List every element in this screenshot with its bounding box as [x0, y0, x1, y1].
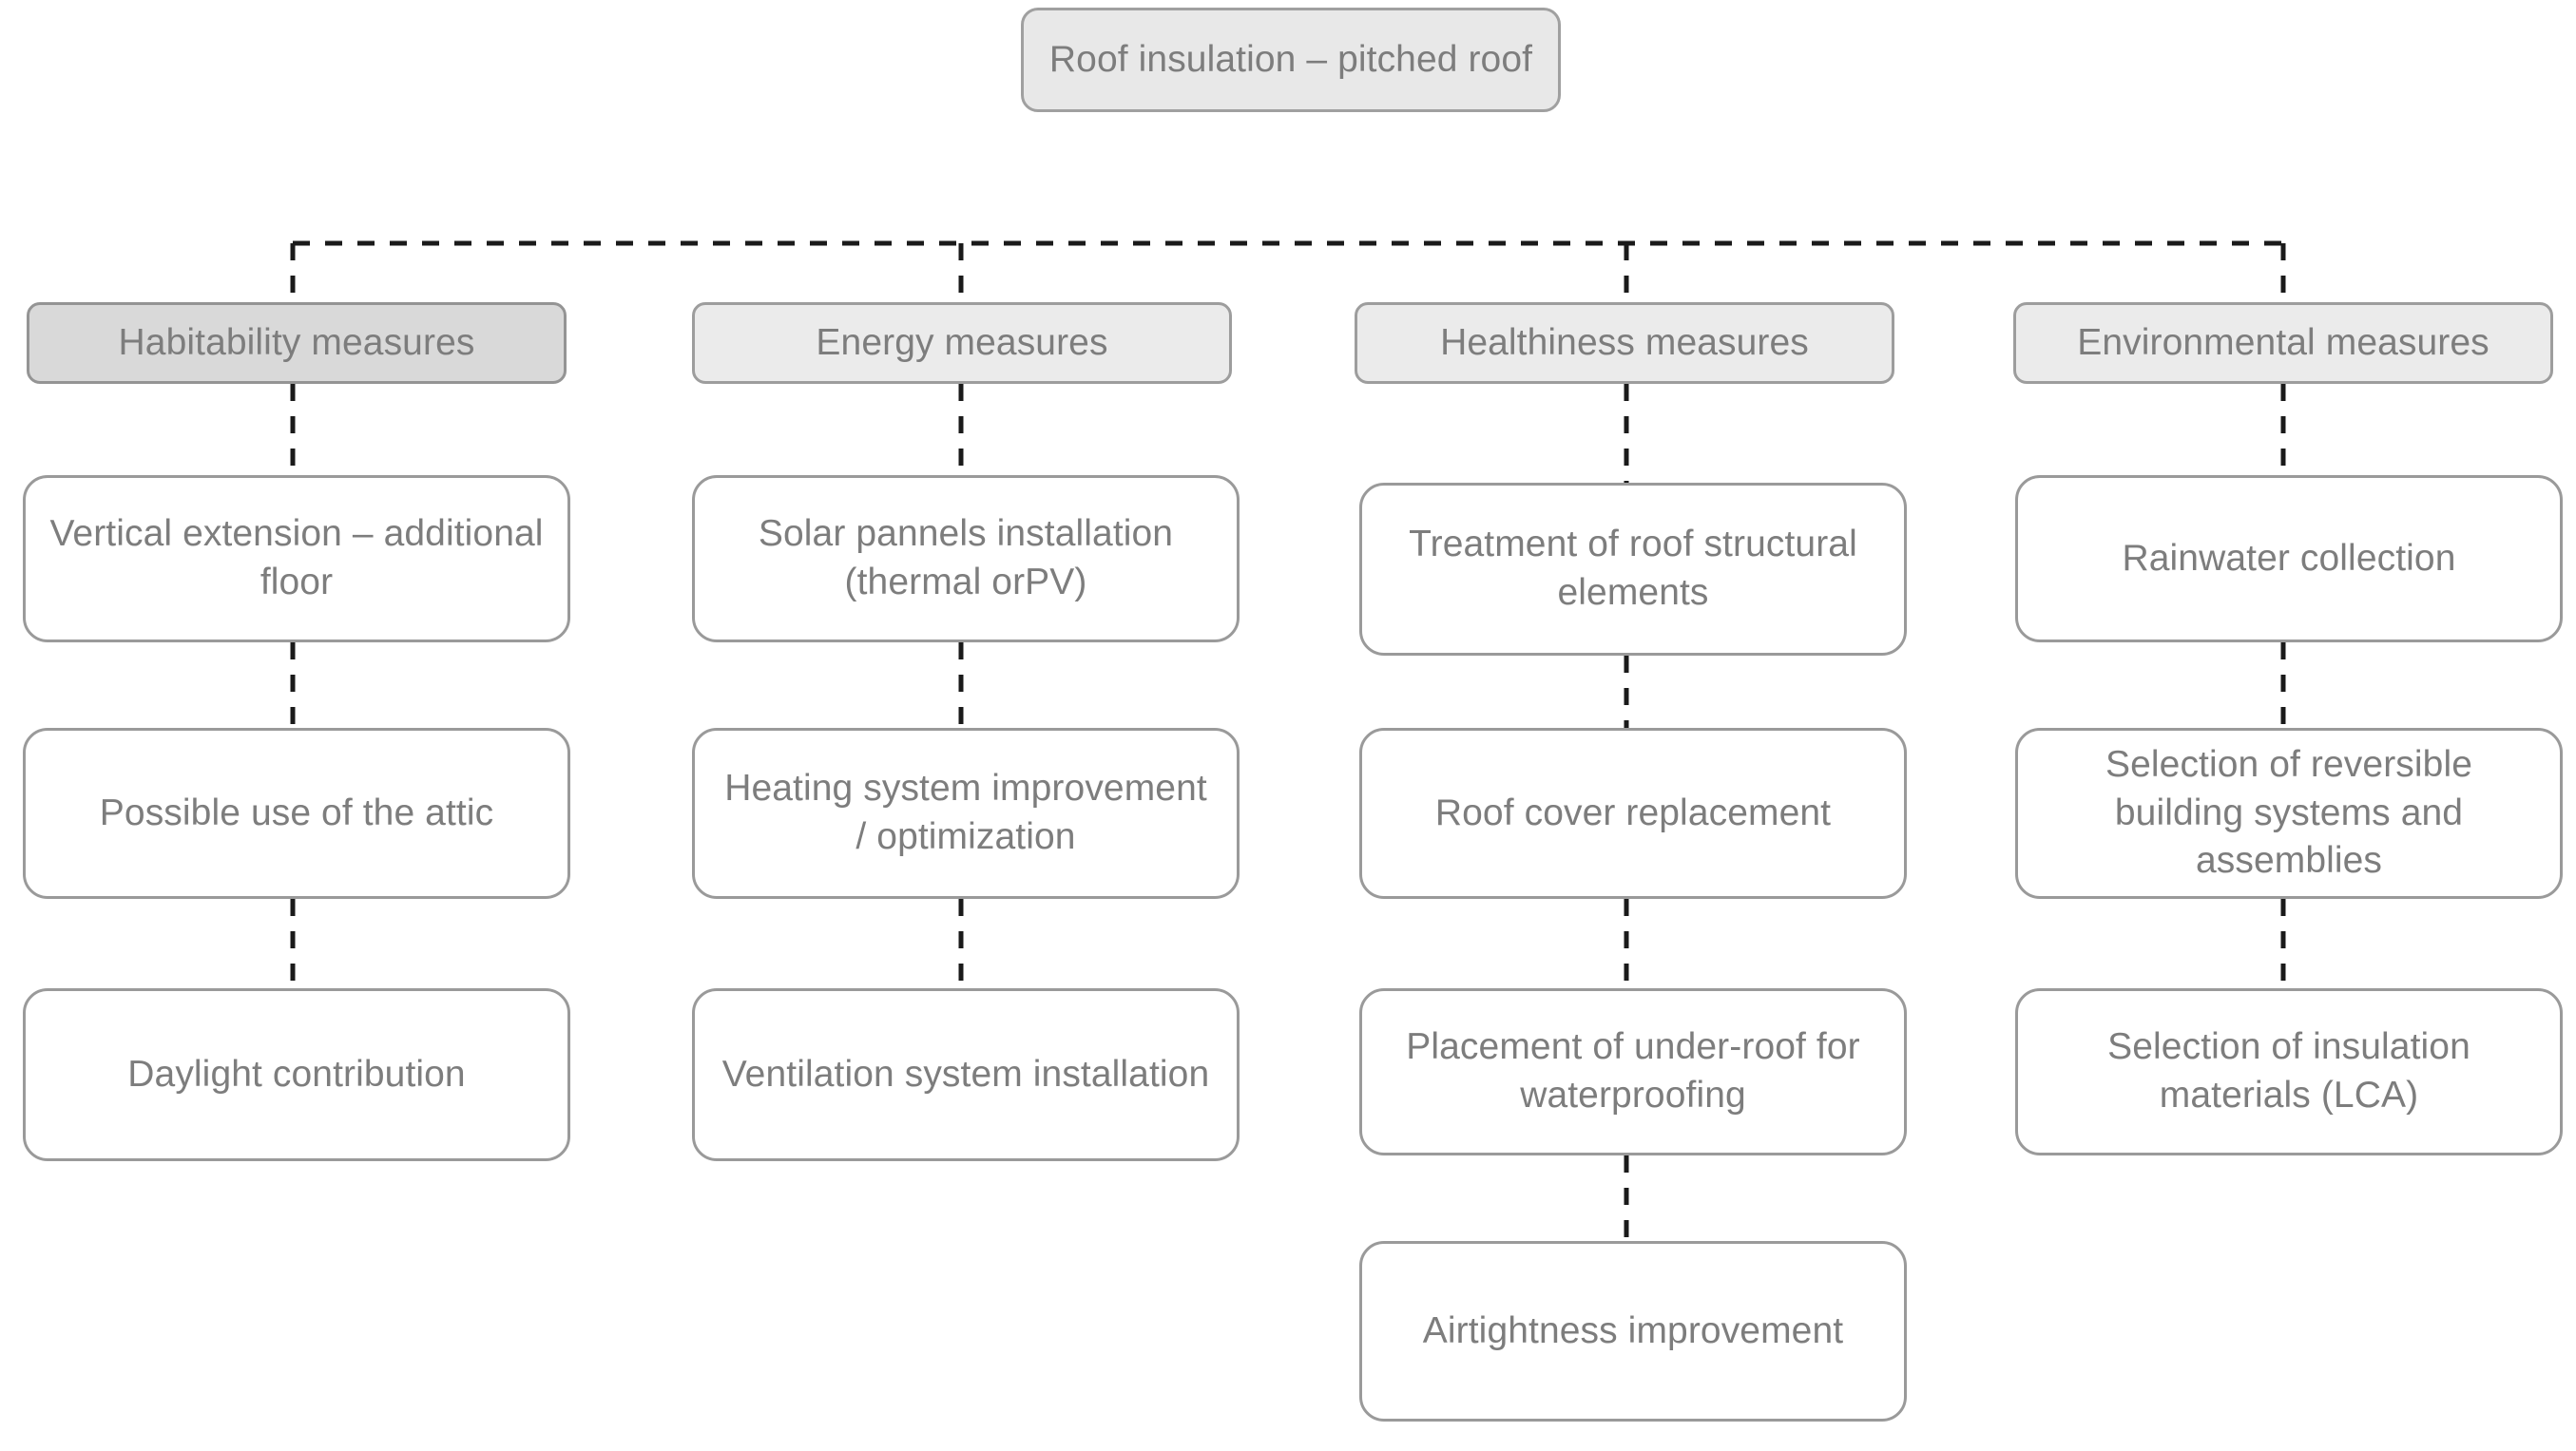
node-healthiness-item-1[interactable]: Treatment of roof structural elements — [1359, 483, 1907, 656]
node-habitability-item-3[interactable]: Daylight contribution — [23, 988, 570, 1161]
node-healthiness-item-1-label: Treatment of roof structural elements — [1409, 524, 1857, 613]
node-category-energy-label: Energy measures — [816, 321, 1108, 363]
node-environmental-item-3-label: Selection of insulation materials (LCA) — [2107, 1026, 2470, 1116]
node-category-habitability[interactable]: Habitability measures — [27, 302, 567, 384]
node-habitability-item-3-label: Daylight contribution — [127, 1053, 466, 1095]
node-habitability-item-1[interactable]: Vertical extension – additional floor — [23, 475, 570, 642]
node-healthiness-item-3[interactable]: Placement of under-roof for waterproofin… — [1359, 988, 1907, 1155]
node-energy-item-3[interactable]: Ventilation system installation — [692, 988, 1240, 1161]
node-habitability-item-2-label: Possible use of the attic — [99, 792, 494, 833]
node-category-environmental[interactable]: Environmental measures — [2013, 302, 2553, 384]
node-category-healthiness[interactable]: Healthiness measures — [1355, 302, 1894, 384]
node-category-environmental-label: Environmental measures — [2077, 321, 2489, 363]
node-healthiness-item-2[interactable]: Roof cover replacement — [1359, 728, 1907, 899]
node-environmental-item-3[interactable]: Selection of insulation materials (LCA) — [2015, 988, 2563, 1155]
node-energy-item-2[interactable]: Heating system improvement / optimizatio… — [692, 728, 1240, 899]
node-root-label: Roof insulation – pitched roof — [1048, 38, 1533, 80]
node-root[interactable]: Roof insulation – pitched roof — [1021, 8, 1561, 112]
node-environmental-item-1-label: Rainwater collection — [2122, 537, 2456, 579]
node-healthiness-item-2-label: Roof cover replacement — [1434, 792, 1832, 833]
node-healthiness-item-4-label: Airtightness improvement — [1422, 1309, 1844, 1351]
node-healthiness-item-3-label: Placement of under-roof for waterproofin… — [1406, 1026, 1860, 1116]
node-environmental-item-2[interactable]: Selection of reversible building systems… — [2015, 728, 2563, 899]
node-habitability-item-2[interactable]: Possible use of the attic — [23, 728, 570, 899]
node-healthiness-item-4[interactable]: Airtightness improvement — [1359, 1241, 1907, 1422]
node-energy-item-2-label: Heating system improvement / optimizatio… — [724, 768, 1207, 857]
node-category-healthiness-label: Healthiness measures — [1440, 321, 1809, 363]
node-energy-item-1[interactable]: Solar pannels installation (thermal orPV… — [692, 475, 1240, 642]
node-energy-item-3-label: Ventilation system installation — [721, 1053, 1210, 1095]
node-environmental-item-2-label: Selection of reversible building systems… — [2105, 743, 2472, 882]
node-environmental-item-1[interactable]: Rainwater collection — [2015, 475, 2563, 642]
node-energy-item-1-label: Solar pannels installation (thermal orPV… — [758, 513, 1174, 602]
node-category-energy[interactable]: Energy measures — [692, 302, 1232, 384]
node-habitability-item-1-label: Vertical extension – additional floor — [49, 513, 544, 602]
node-category-habitability-label: Habitability measures — [118, 321, 475, 363]
